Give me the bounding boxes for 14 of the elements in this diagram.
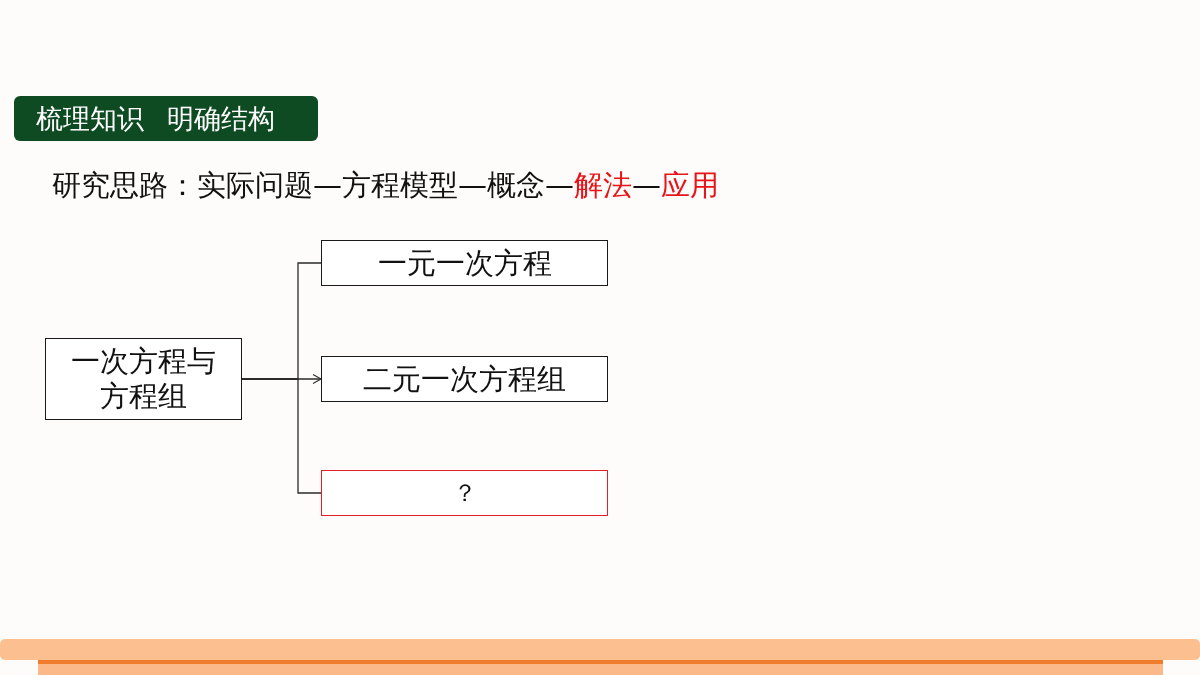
question-box — [321, 470, 608, 516]
connector-line — [241, 378, 322, 494]
node-label: 一次方程与方程组 — [70, 344, 217, 414]
node-label: ？ — [452, 478, 477, 508]
highlighted-step-text: 解法 — [574, 168, 632, 202]
node-label: 一元一次方程 — [377, 245, 552, 281]
topic-box — [45, 338, 242, 420]
node-label: 二元一次方程组 — [363, 361, 566, 397]
subtopic-box — [321, 240, 608, 286]
subtopic-box — [321, 356, 608, 402]
highlighted-step-text: 应用 — [661, 168, 719, 202]
section-title-banner: 梳理知识 明确结构 — [14, 96, 318, 141]
research-path-text: 研究思路：实际问题—方程模型—概念— — [52, 168, 574, 202]
dash-text: — — [632, 168, 661, 202]
